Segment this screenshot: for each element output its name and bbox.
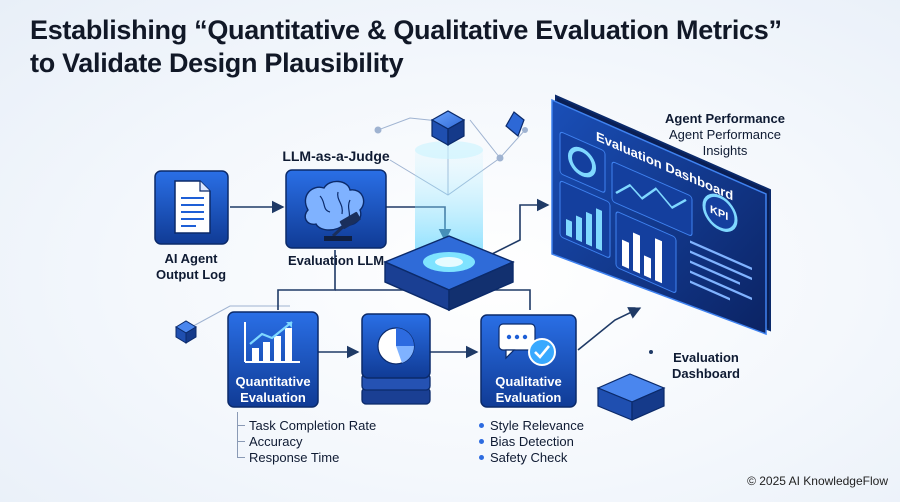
metric-item: Accuracy	[235, 434, 376, 450]
growth-chart-icon	[244, 321, 300, 363]
document-icon	[174, 180, 211, 234]
floating-gem	[505, 111, 525, 138]
output-log-label-line-2: Output Log	[155, 267, 227, 282]
brain-gavel-icon	[304, 180, 365, 241]
quantitative-label-line-2: Evaluation	[240, 390, 306, 405]
agent-performance-heading: Agent Performance	[665, 111, 785, 126]
title-line-2: to Validate Design Plausibility	[30, 48, 404, 78]
copyright-footer: © 2025 AI KnowledgeFlow	[747, 474, 888, 488]
qualitative-metrics: Style Relevance Bias Detection Safety Ch…	[478, 418, 584, 466]
output-log-label-line-1: AI Agent	[164, 251, 218, 266]
qualitative-label: Qualitative Evaluation	[481, 374, 576, 406]
qualitative-label-line-1: Qualitative	[495, 374, 562, 389]
floating-cube	[430, 110, 466, 147]
server-block	[596, 373, 666, 421]
metric-item: Style Relevance	[478, 418, 584, 434]
central-platform	[383, 141, 515, 312]
quantitative-metrics: Task Completion Rate Accuracy Response T…	[235, 412, 376, 466]
metric-item: Bias Detection	[478, 434, 584, 450]
dashboard-caption-line-2: Dashboard	[672, 366, 740, 381]
judge-heading: LLM-as-a-Judge	[282, 148, 390, 164]
metric-item: Response Time	[235, 450, 376, 466]
output-log-node	[154, 170, 229, 245]
qualitative-label-line-2: Evaluation	[495, 390, 562, 405]
aggregate-node	[361, 313, 431, 405]
page-title: Establishing “Quantitative & Qualitative…	[30, 14, 870, 80]
quantitative-label-line-1: Quantitative	[235, 374, 311, 389]
chat-check-icon	[498, 323, 556, 366]
quantitative-label: Quantitative Evaluation	[226, 374, 320, 406]
judge-node	[285, 169, 387, 249]
metric-item: Safety Check	[478, 450, 584, 466]
dashboard-caption-line-1: Evaluation	[673, 350, 739, 365]
agent-performance-sub-line-2: Insights	[702, 143, 748, 158]
judge-label: Evaluation LLM	[287, 253, 385, 268]
pie-chart-icon	[377, 327, 415, 365]
dashboard-screen: Evaluation Dashboard KPI	[551, 94, 771, 336]
dashboard-caption: Evaluation Dashboard	[660, 350, 752, 382]
dashboard-caption-dot	[649, 350, 653, 354]
small-cube	[175, 320, 197, 344]
output-log-label: AI Agent Output Log	[145, 251, 237, 283]
agent-performance-label: Agent Performance Agent Performance Insi…	[660, 111, 790, 159]
quantitative-node	[227, 311, 319, 408]
agent-performance-sub-line-1: Agent Performance	[668, 127, 781, 142]
qualitative-node	[480, 314, 577, 408]
metric-item: Task Completion Rate	[235, 418, 376, 434]
title-line-1: Establishing “Quantitative & Qualitative…	[30, 15, 782, 45]
